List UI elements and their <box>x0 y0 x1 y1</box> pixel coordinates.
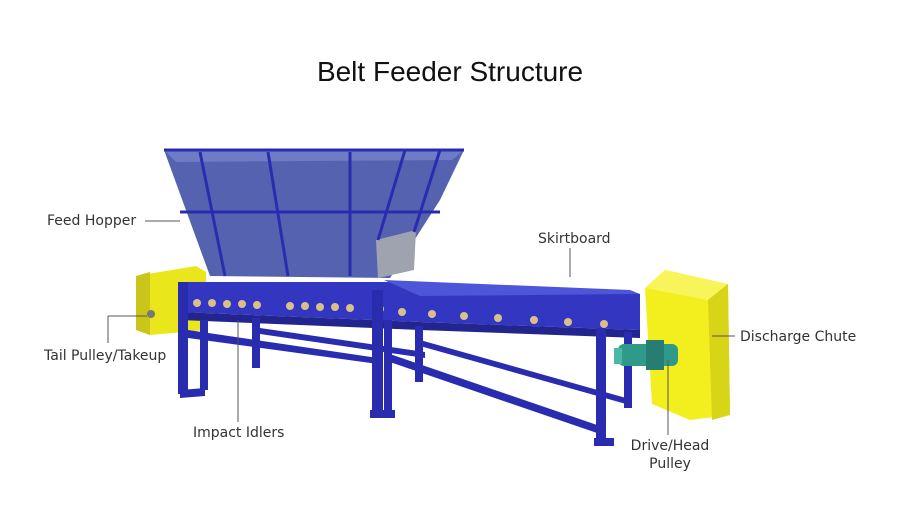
support-frame <box>178 282 632 446</box>
label-drive-head-pulley-line2: Pulley <box>649 456 691 472</box>
leader-lines <box>107 220 735 435</box>
tail-pulley-hub <box>147 310 155 318</box>
label-drive-head-pulley: Drive/Head Pulley <box>622 437 718 473</box>
skirtboard-body <box>180 280 640 338</box>
label-impact-idlers: Impact Idlers <box>193 425 285 441</box>
drive-motor <box>614 340 678 370</box>
feed-hopper <box>164 148 464 278</box>
label-discharge-chute: Discharge Chute <box>740 329 857 345</box>
label-skirtboard: Skirtboard <box>538 231 611 247</box>
label-feed-hopper: Feed Hopper <box>47 213 137 229</box>
page-title: Belt Feeder Structure <box>316 56 584 87</box>
discharge-chute <box>645 270 730 420</box>
label-tail-pulley: Tail Pulley/Takeup <box>44 348 167 364</box>
label-drive-head-pulley-line1: Drive/Head <box>630 438 710 454</box>
